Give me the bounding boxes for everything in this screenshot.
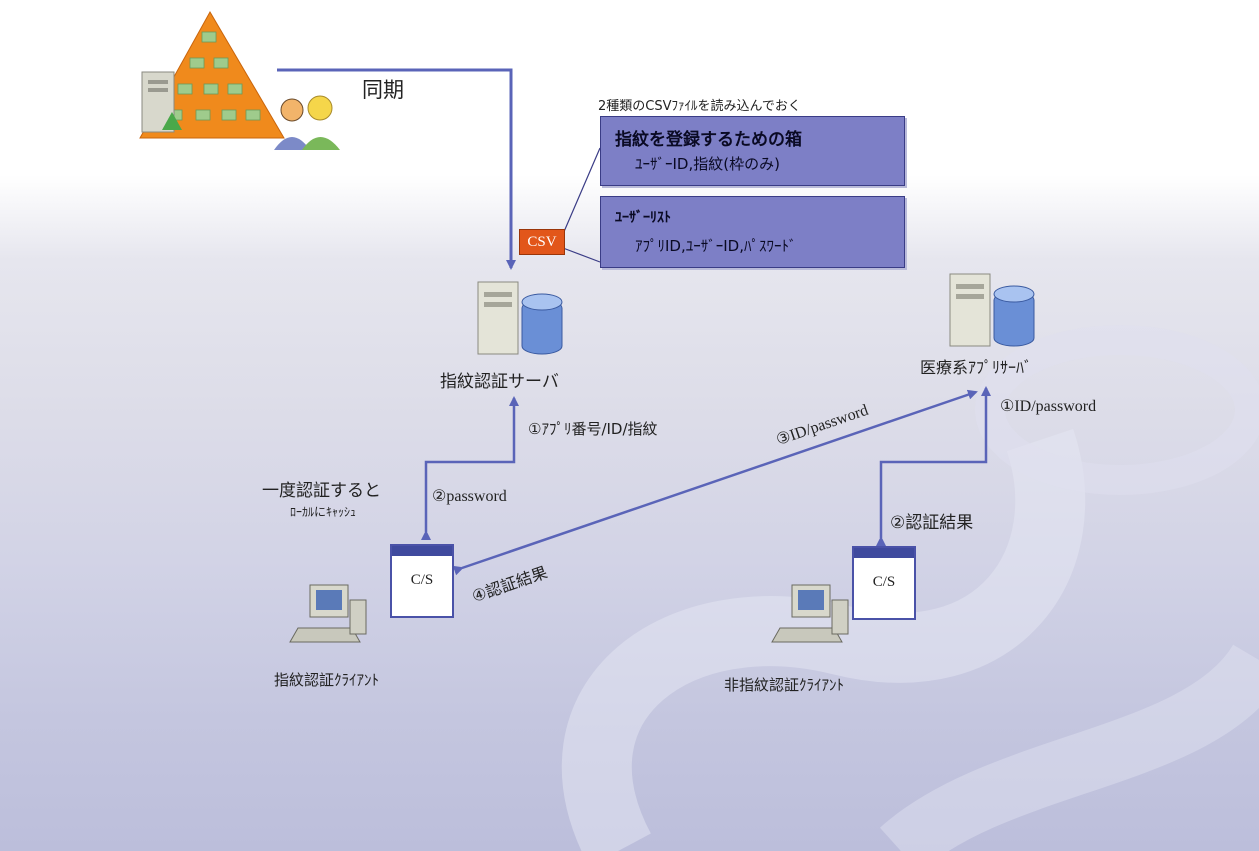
med-server-label: 医療系ｱﾌﾟﾘｻｰﾊﾞ: [920, 358, 1033, 377]
nonfp-client-label: 非指紋認証ｸﾗｲｱﾝﾄ: [724, 676, 845, 694]
csv-box-userlist-line: ｱﾌﾟﾘID,ﾕｰｻﾞｰID,ﾊﾟｽﾜｰﾄﾞ: [635, 237, 797, 255]
sync-label: 同期: [362, 78, 404, 102]
fp-cs-titlebar: [392, 546, 452, 556]
fp-cs-window: C/S: [390, 544, 454, 618]
sync-arrow: [277, 68, 516, 270]
nonfp-cs-window: C/S: [852, 546, 916, 620]
csv-box-userlist-title: ﾕｰｻﾞｰﾘｽﾄ: [615, 210, 671, 226]
csv-callout: [562, 147, 601, 263]
fp-step1-label: ①ｱﾌﾟﾘ番号/ID/指紋: [528, 420, 658, 438]
fp-cs-label: C/S: [410, 572, 434, 588]
csv-box-fingerprint-title: 指紋を登録するための箱: [615, 130, 802, 150]
csv-tag: CSV: [519, 229, 565, 255]
csv-box-userlist: ﾕｰｻﾞｰﾘｽﾄ ｱﾌﾟﾘID,ﾕｰｻﾞｰID,ﾊﾟｽﾜｰﾄﾞ: [600, 196, 905, 268]
csv-box-fingerprint: 指紋を登録するための箱 ﾕｰｻﾞｰID,指紋(枠のみ): [600, 116, 905, 186]
med-step1-label: ①ID/password: [1000, 398, 1097, 415]
csv-note: 2種類のCSVﾌｧｲﾙを読み込んでおく: [598, 99, 801, 114]
cache-line2: ﾛｰｶﾙにｷｬｯｼｭ: [290, 505, 357, 519]
nonfp-cs-titlebar: [854, 548, 914, 558]
fp-step2-label: ②password: [432, 488, 507, 505]
csv-box-fingerprint-line: ﾕｰｻﾞｰID,指紋(枠のみ): [635, 155, 780, 173]
med-step2-label: ②認証結果: [890, 513, 974, 533]
nonfp-cs-label: C/S: [872, 574, 896, 590]
cache-line1: 一度認証すると: [262, 481, 381, 501]
nonfp-client-server-arrow: [876, 386, 991, 546]
fp-client-label: 指紋認証ｸﾗｲｱﾝﾄ: [274, 671, 380, 689]
fp-server-label: 指紋認証サーバ: [440, 372, 559, 392]
